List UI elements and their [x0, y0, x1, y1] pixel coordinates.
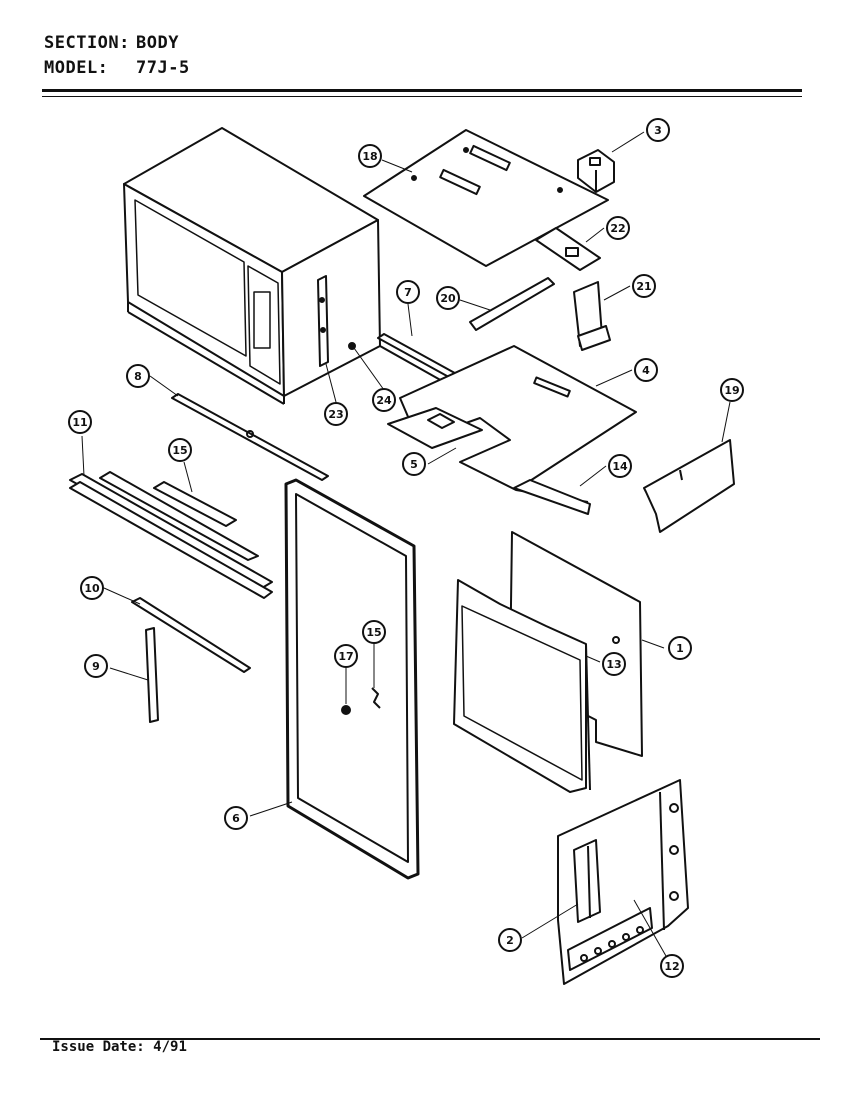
callout-3: 3	[646, 118, 670, 142]
callout-label: 13	[606, 658, 621, 671]
part-15-rail	[99, 471, 259, 561]
part-10-strip	[131, 597, 251, 673]
callout-label: 22	[610, 222, 625, 235]
part-5-plate	[387, 407, 483, 449]
callout-9: 9	[84, 654, 108, 678]
callout-label: 19	[724, 384, 739, 397]
callout-label: 15	[172, 444, 187, 457]
callout-6: 6	[224, 806, 248, 830]
callout-label: 6	[232, 812, 240, 825]
callout-label: 1	[676, 642, 684, 655]
part-11-rail	[69, 473, 273, 599]
part-13-door-assembly	[453, 579, 591, 793]
callout-1: 1	[668, 636, 692, 660]
callout-label: 23	[328, 408, 343, 421]
callout-label: 18	[362, 150, 377, 163]
callout-4: 4	[634, 358, 658, 382]
section-label: SECTION:	[44, 33, 130, 53]
model-label: MODEL:	[44, 58, 109, 78]
callout-label: 4	[642, 364, 650, 377]
callout-21: 21	[632, 274, 656, 298]
callout-24: 24	[372, 388, 396, 412]
callout-label: 15	[366, 626, 381, 639]
section-heading: SECTION: BODY	[44, 33, 179, 53]
callout-label: 21	[636, 280, 651, 293]
header-rule-thin	[42, 96, 802, 97]
callout-label: 12	[664, 960, 679, 973]
part-18-top-cover	[363, 129, 609, 267]
callout-18: 18	[358, 144, 382, 168]
model-heading: MODEL: 77J-5	[44, 58, 190, 78]
callout-label: 9	[92, 660, 100, 673]
callout-label: 7	[404, 286, 412, 299]
callout-label: 5	[410, 458, 418, 471]
callout-12: 12	[660, 954, 684, 978]
part-14-strip	[513, 479, 591, 515]
callout-17: 17	[334, 644, 358, 668]
callout-label: 10	[84, 582, 100, 595]
callout-label: 8	[134, 370, 142, 383]
callout-label: 17	[338, 650, 353, 663]
callout-7: 7	[396, 280, 420, 304]
part-8-rod	[171, 393, 329, 481]
callout-2: 2	[498, 928, 522, 952]
header-rule-thick	[42, 89, 802, 92]
callout-label: 20	[440, 292, 456, 305]
callout-11: 11	[68, 410, 92, 434]
callout-label: 2	[506, 934, 514, 947]
callout-label: 24	[376, 394, 392, 407]
callout-15: 15	[168, 438, 192, 462]
model-value: 77J-5	[136, 58, 190, 78]
part-20-rail	[469, 277, 555, 331]
callout-23: 23	[324, 402, 348, 426]
part-2-bracket	[573, 839, 601, 923]
part-9-strip	[145, 627, 159, 723]
part-6-door-gasket	[284, 478, 420, 880]
issue-date: Issue Date: 4/91	[52, 1039, 187, 1055]
part-17-screw	[341, 705, 351, 715]
callout-14: 14	[608, 454, 632, 478]
cabinet	[123, 127, 381, 405]
callout-22: 22	[606, 216, 630, 240]
issue-date-label: Issue Date:	[52, 1039, 145, 1055]
callout-label: 3	[654, 124, 662, 137]
callout-15-fastener: 15	[362, 620, 386, 644]
callout-8: 8	[126, 364, 150, 388]
part-19-side-panel	[643, 439, 735, 533]
issue-date-value: 4/91	[153, 1039, 187, 1055]
part-12-control-panel	[557, 779, 689, 985]
part-16-clip	[371, 687, 381, 709]
callout-label: 14	[612, 460, 628, 473]
part-21-bracket	[573, 281, 611, 351]
part-23-bracket	[317, 275, 356, 367]
part-22-plate	[535, 227, 601, 271]
leader-lines	[81, 131, 731, 957]
callout-10: 10	[80, 576, 104, 600]
callout-13: 13	[602, 652, 626, 676]
section-value: BODY	[136, 33, 179, 53]
callout-20: 20	[436, 286, 460, 310]
part-3-bracket	[577, 149, 615, 193]
footer-rule	[40, 1038, 820, 1040]
callout-label: 11	[72, 416, 87, 429]
callout-19: 19	[720, 378, 744, 402]
callout-5: 5	[402, 452, 426, 476]
